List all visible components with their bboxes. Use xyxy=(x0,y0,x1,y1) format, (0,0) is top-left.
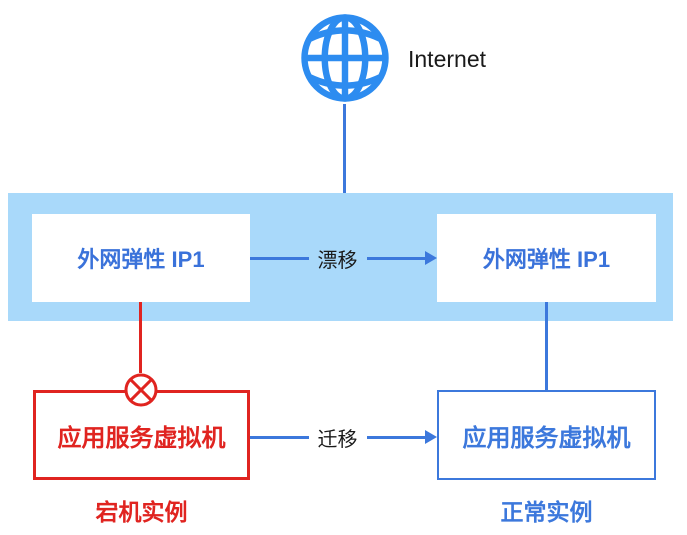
internet-globe-icon xyxy=(301,14,389,102)
drift-arrow: 漂移 xyxy=(250,244,437,272)
migrate-arrow-label: 迁移 xyxy=(317,428,358,451)
drift-arrow-line-right xyxy=(366,256,425,260)
crossed-circle-icon xyxy=(124,373,158,407)
drift-arrowhead-icon xyxy=(425,251,437,265)
elastic-ip-box-right: 外网弹性 IP1 xyxy=(437,214,656,302)
connector-ip-to-normal-vm xyxy=(545,302,548,390)
failed-instance-caption: 宕机实例 xyxy=(95,499,188,525)
vm-normal-label: 应用服务虚拟机 xyxy=(462,424,631,452)
normal-instance-caption: 正常实例 xyxy=(500,499,593,525)
elastic-ip-left-label: 外网弹性 IP1 xyxy=(77,247,205,272)
drift-arrow-line-left xyxy=(250,256,309,260)
internet-label: Internet xyxy=(408,46,486,72)
drift-arrow-label: 漂移 xyxy=(317,249,358,272)
elastic-ip-right-label: 外网弹性 IP1 xyxy=(482,247,611,272)
migrate-arrow-line-right xyxy=(366,435,425,439)
migrate-arrow-line-left xyxy=(250,435,309,439)
migrate-arrow: 迁移 xyxy=(250,423,437,451)
migrate-arrowhead-icon xyxy=(425,430,437,444)
elastic-ip-box-left: 外网弹性 IP1 xyxy=(32,214,250,302)
vm-failed-label: 应用服务虚拟机 xyxy=(57,424,226,452)
connector-ip-to-failed-vm xyxy=(139,302,142,373)
connector-internet-to-band xyxy=(343,104,346,193)
vm-box-normal: 应用服务虚拟机 xyxy=(437,390,656,480)
